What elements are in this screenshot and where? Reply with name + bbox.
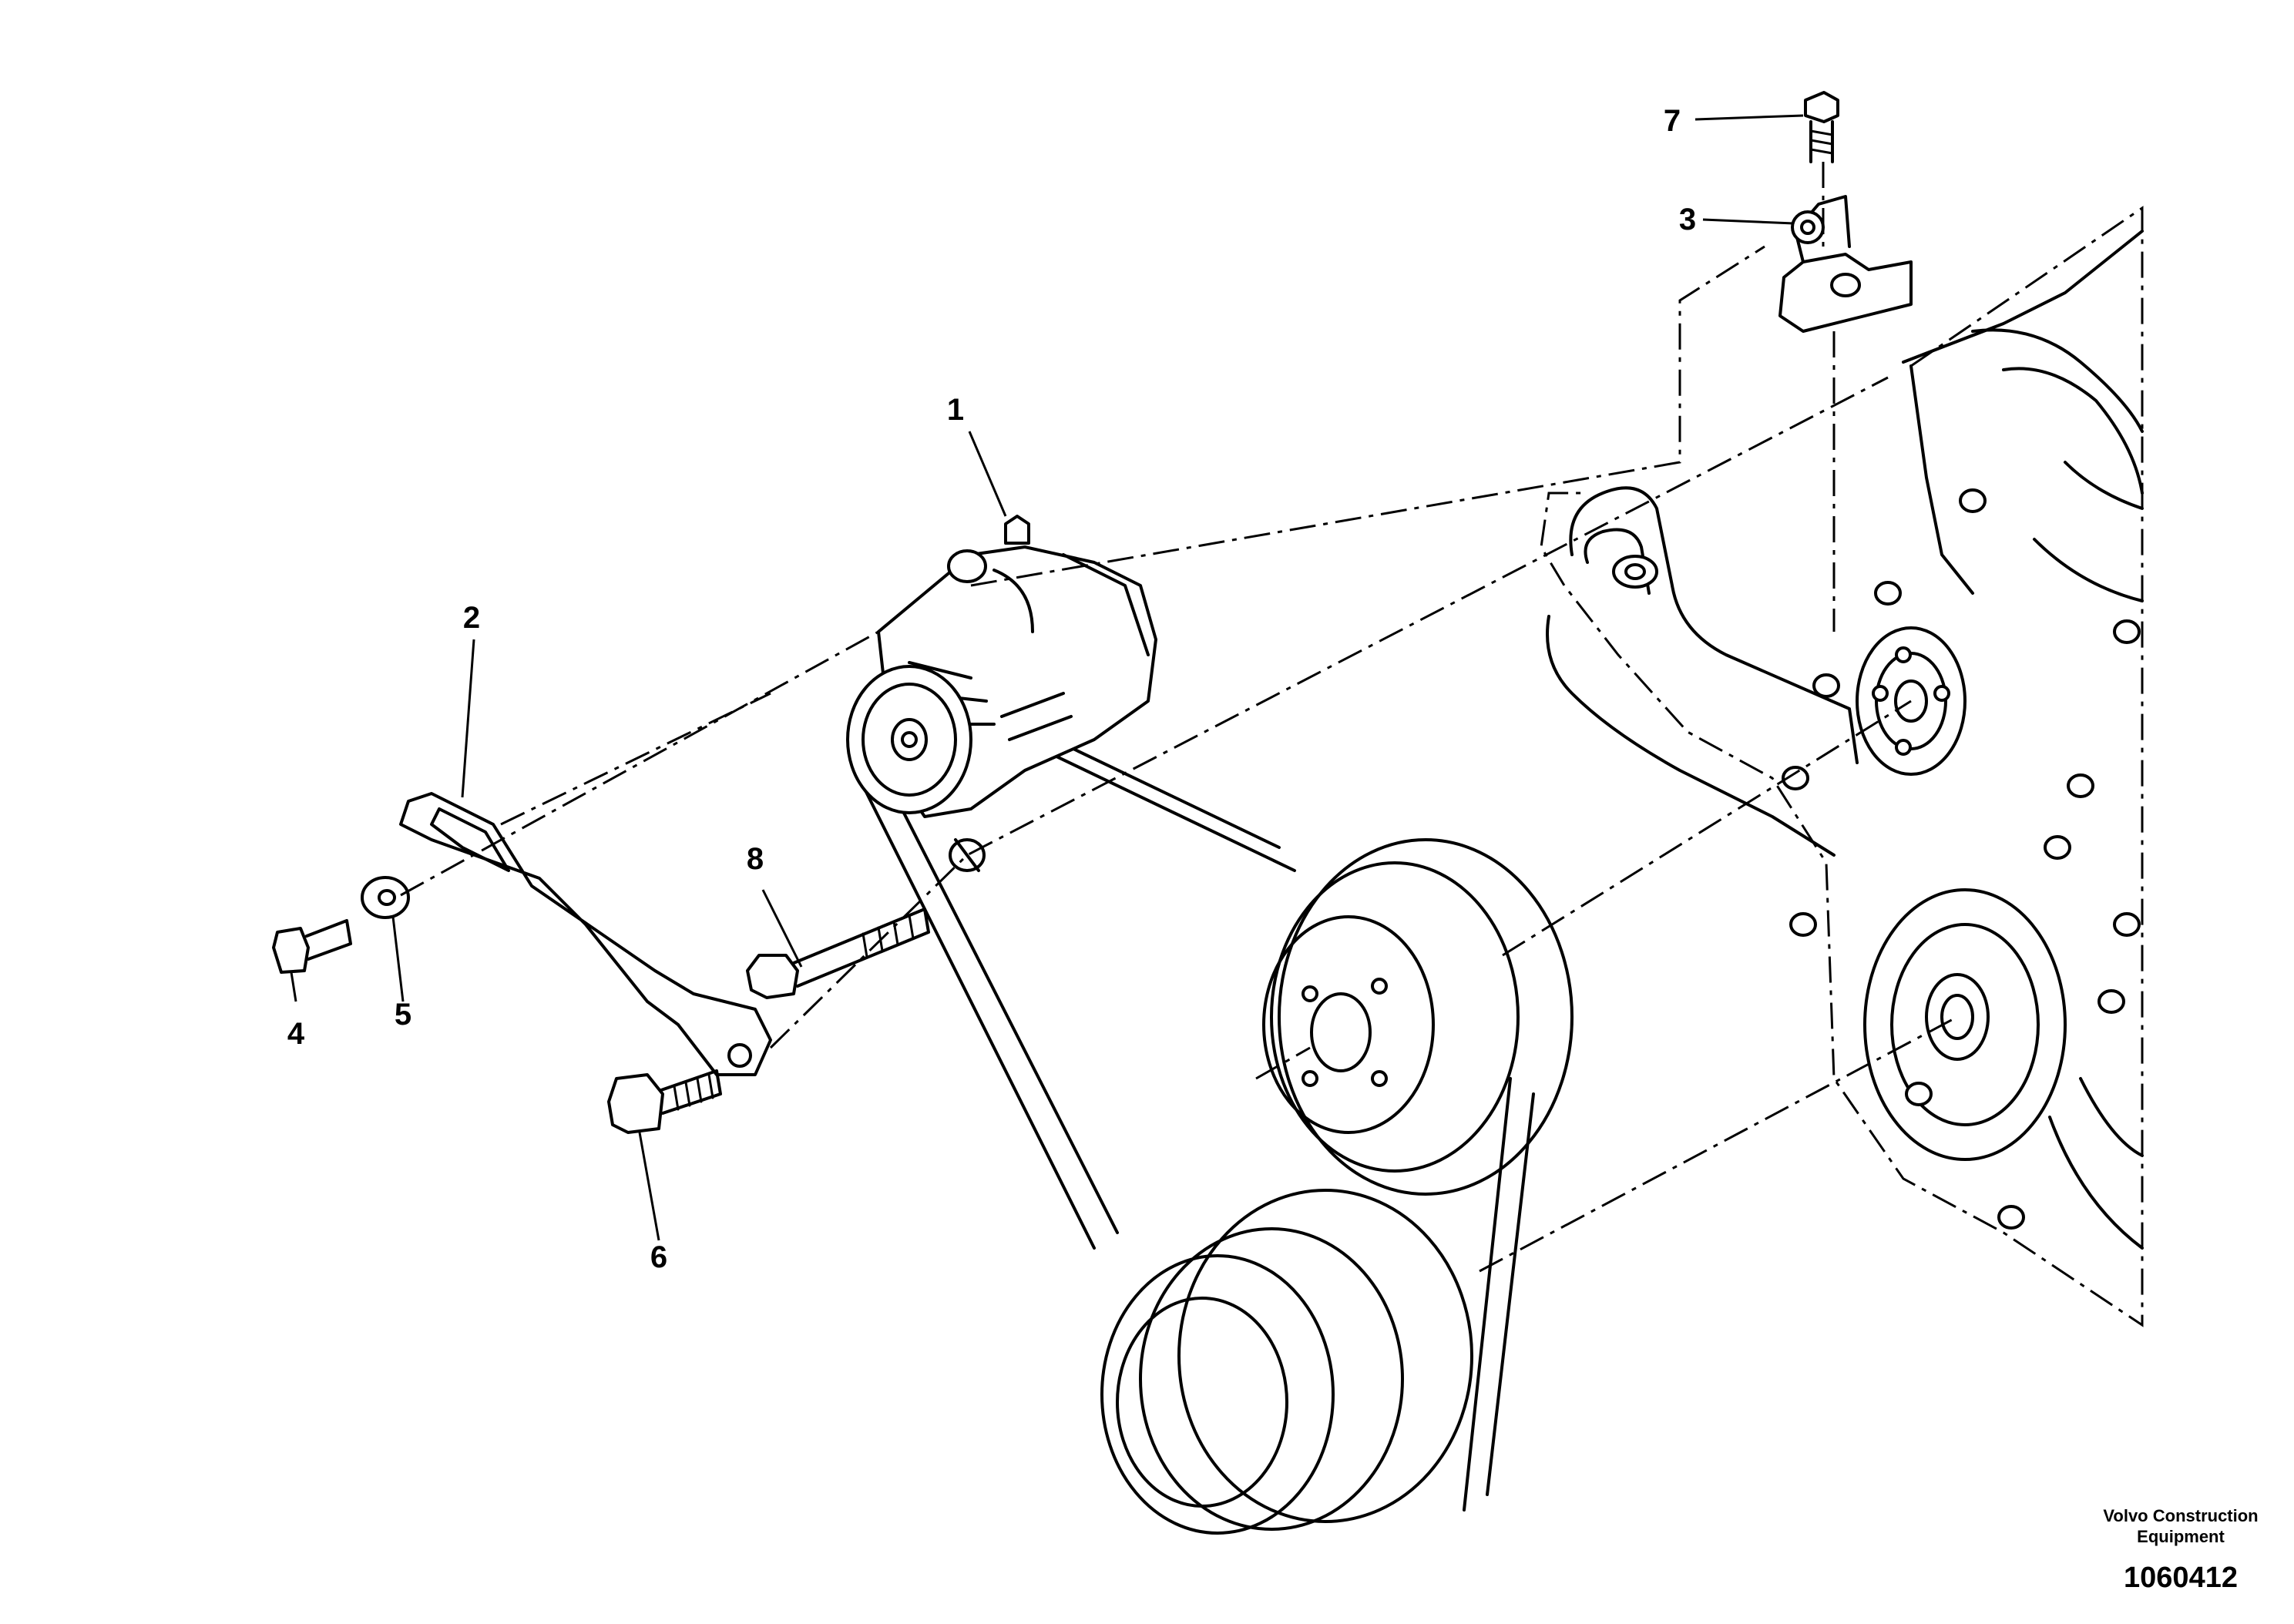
- callout-7: 7: [1664, 104, 1681, 138]
- callouts: 1 2 3 4 5 6 7 8: [287, 104, 1696, 1274]
- callout-1: 1: [947, 393, 964, 427]
- callout-3: 3: [1679, 203, 1696, 237]
- water-pump-pulley: [1262, 838, 1574, 1196]
- brand-line-2: Equipment: [2137, 1527, 2225, 1546]
- adjusting-strap: [399, 792, 772, 1076]
- callout-4: 4: [287, 1017, 305, 1051]
- leader-lines: [290, 114, 1804, 1241]
- block-bolts: [1782, 488, 2141, 1230]
- bolt-4: [272, 919, 352, 974]
- assembly-centerlines: [400, 162, 1958, 1273]
- brand-line-1: Volvo Construction: [2103, 1506, 2258, 1525]
- callout-2: 2: [463, 601, 480, 635]
- bolt-7: [1804, 91, 1839, 163]
- callout-8: 8: [747, 842, 764, 876]
- bolt-8: [746, 908, 930, 999]
- callout-5: 5: [395, 998, 411, 1032]
- bracket: [1778, 195, 1913, 333]
- crankshaft-pulley: [1100, 1189, 1473, 1535]
- washer-5: [361, 876, 410, 919]
- callout-6: 6: [650, 1240, 667, 1274]
- terminal-stud: [1004, 515, 1030, 545]
- coolant-port: [1612, 555, 1658, 589]
- engine-block: [1540, 206, 2144, 1327]
- crankshaft-damper: [1863, 888, 2067, 1161]
- alternator: [846, 515, 1157, 872]
- branding-block: Volvo Construction Equipment 1060412: [2103, 1506, 2258, 1594]
- figure-number: 1060412: [2124, 1562, 2238, 1594]
- bolt-6: [607, 1069, 722, 1134]
